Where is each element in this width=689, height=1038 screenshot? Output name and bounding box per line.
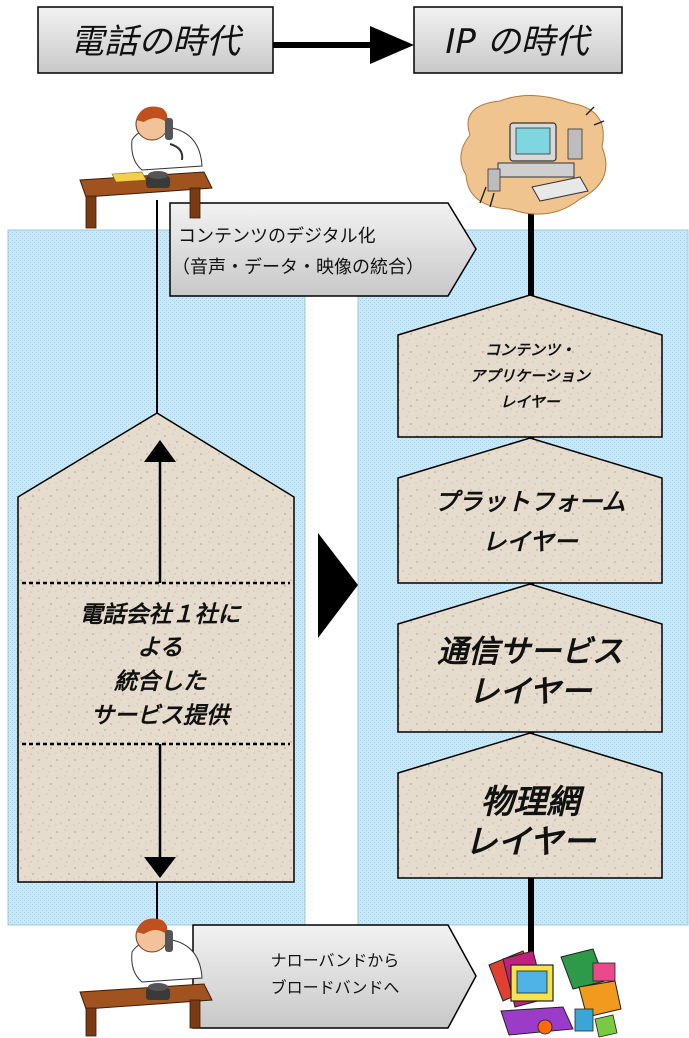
right-title-box: IP の時代 [413,6,623,74]
layer-1-line-1: コンテンツ・ [485,341,575,359]
right-title: IP の時代 [445,22,592,62]
transition-arrow [318,533,358,638]
callout-top-line-1: コンテンツのデジタル化 [178,226,376,247]
multimedia-icon [488,948,622,1038]
person-on-phone-icon [79,918,213,1037]
left-service-block: 電話会社１社に よる 統合した サービス提供 [17,412,295,883]
callout-bottom-line-1: ナローバンドから [271,951,400,970]
left-title-box: 電話の時代 [37,6,274,74]
layer-2-line-1: プラットフォーム [434,488,625,516]
layer-1-line-3: レイヤー [500,393,561,411]
left-title: 電話の時代 [70,22,244,62]
layer-3-line-2: レイヤー [468,674,592,710]
layer-platform: プラットフォーム レイヤー [397,437,663,584]
computer-icon [460,94,607,215]
digitalization-callout: コンテンツのデジタル化 （音声・データ・映像の統合） [169,202,477,297]
layer-4-line-1: 物理網 [481,782,586,821]
left-block-line-2: よる [137,635,182,661]
layer-physical-network: 物理網 レイヤー [397,732,663,879]
era-arrow [273,26,414,64]
layer-communication-service: 通信サービス レイヤー [397,583,663,733]
left-block-line-3: 統合した [113,669,207,695]
up-arrow-head [144,440,176,462]
left-block-line-1: 電話会社１社に [80,602,243,628]
left-block-line-4: サービス提供 [91,703,232,729]
layer-3-line-1: 通信サービス [437,634,623,670]
callout-bottom-line-2: ブロードバンドへ [271,978,400,997]
broadband-callout: ナローバンドから ブロードバンドへ [192,924,477,1029]
layer-2-line-2: レイヤー [482,528,578,556]
callout-top-line-2: （音声・データ・映像の統合） [172,257,424,278]
down-arrow-head [144,857,176,878]
layer-4-line-2: レイヤー [464,822,596,861]
layer-content-application: コンテンツ・ アプリケーション レイヤー [397,294,663,438]
person-on-phone-icon [79,106,213,229]
layer-1-line-2: アプリケーション [470,367,592,385]
